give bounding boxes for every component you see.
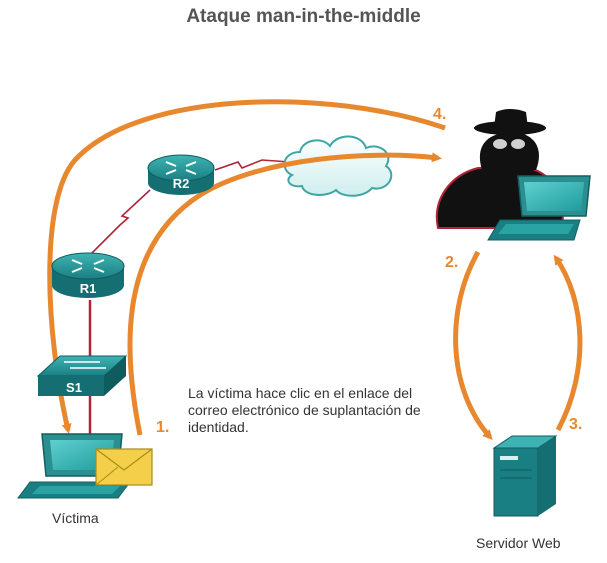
attack-arrows xyxy=(47,99,583,440)
arrow-step2 xyxy=(453,250,493,440)
arrow-step3 xyxy=(553,254,583,432)
step-3-label: 3. xyxy=(569,416,583,433)
step-4-label: 4. xyxy=(433,106,447,123)
switch-s1-label: S1 xyxy=(66,380,82,395)
step-description: La víctima hace clic en el enlace del co… xyxy=(188,385,468,436)
router-r1 xyxy=(51,252,125,298)
email-envelope-icon xyxy=(95,448,153,486)
victim-label: Víctima xyxy=(52,510,99,526)
web-server-label: Servidor Web xyxy=(476,535,561,551)
step-2-label: 2. xyxy=(445,254,459,271)
arrow-step4 xyxy=(47,99,446,434)
description-line-2: correo electrónico de suplantación de xyxy=(188,402,421,418)
attacker-laptop xyxy=(487,175,591,241)
network-links xyxy=(88,159,291,440)
arrow-step1 xyxy=(127,152,442,436)
internet-cloud xyxy=(283,135,393,197)
router-r2 xyxy=(147,154,215,195)
router-r1-label: R1 xyxy=(80,281,97,296)
description-line-1: La víctima hace clic en el enlace del xyxy=(188,385,413,401)
step-1-label: 1. xyxy=(156,419,170,436)
page-title: Ataque man-in-the-middle xyxy=(186,6,421,27)
description-line-3: identidad. xyxy=(188,419,249,435)
router-r2-label: R2 xyxy=(173,176,190,191)
web-server xyxy=(492,435,558,517)
switch-s1 xyxy=(36,355,128,396)
